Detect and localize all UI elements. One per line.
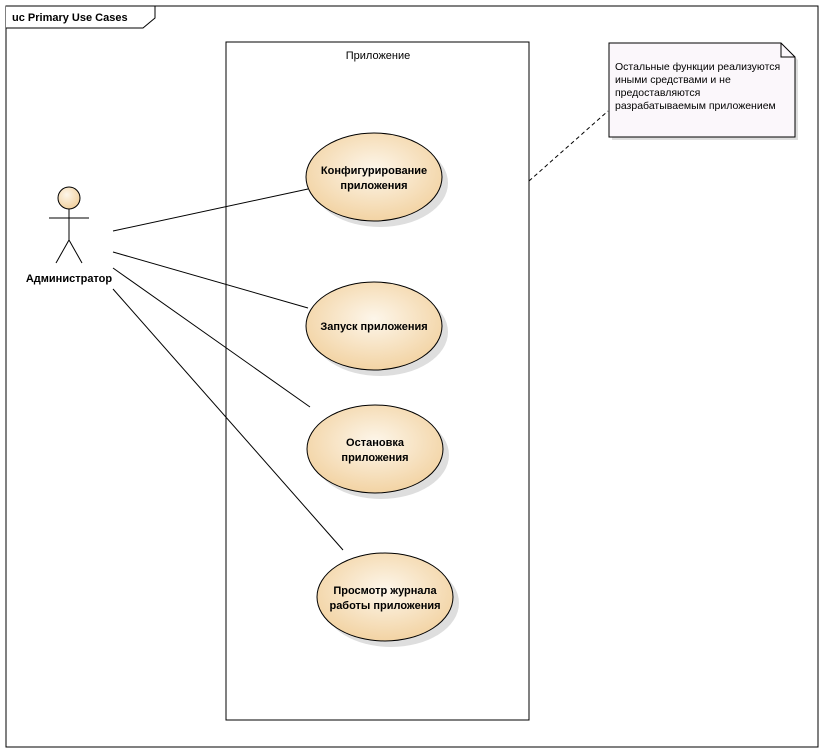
actor-left-leg: [55, 239, 70, 264]
use-case-view-log[interactable]: Просмотр журнала работы приложения: [316, 552, 459, 647]
note-folded-corner: [780, 43, 795, 58]
use-case-ellipse: [305, 281, 443, 371]
association-stop: [112, 267, 311, 408]
use-case-label-line: приложения: [340, 180, 407, 192]
note-text-line: Остальные функции реализуются: [615, 61, 780, 73]
use-case-label-line: Просмотр журнала: [333, 585, 437, 597]
note-body: [608, 42, 796, 138]
note-text-line: разрабатываемым приложением: [615, 100, 776, 112]
diagram-frame: uc Primary Use Cases: [5, 5, 819, 748]
use-case-ellipse: [306, 404, 444, 494]
use-case-label-line: Конфигурирование: [321, 165, 427, 177]
note-anchor-line: [528, 110, 609, 182]
frame-title-tab: [6, 5, 156, 29]
actor-name: Администратор: [26, 273, 113, 285]
system-boundary-label: Приложение: [346, 50, 411, 62]
frame-title: uc Primary Use Cases: [12, 12, 128, 24]
association-log: [112, 288, 344, 551]
association-configure: [112, 188, 309, 232]
use-case-label-line: Остановка: [346, 437, 405, 449]
associations: [112, 188, 344, 551]
use-case-ellipse: [316, 552, 454, 642]
note-text-line: предоставляются: [615, 87, 700, 99]
actor-right-leg: [68, 239, 83, 264]
actor-head: [57, 186, 81, 210]
use-case-start[interactable]: Запуск приложения: [305, 281, 448, 376]
use-case-label-line: приложения: [341, 452, 408, 464]
use-case-label-line: работы приложения: [329, 600, 440, 612]
use-case-ellipse: [305, 132, 443, 222]
note-text-line: иными средствами и не: [615, 74, 731, 86]
use-case-stop[interactable]: Остановка приложения: [306, 404, 449, 499]
use-case-configure[interactable]: Конфигурирование приложения: [305, 132, 448, 227]
actor-administrator[interactable]: Администратор: [26, 186, 113, 285]
note[interactable]: Остальные функции реализуются иными сред…: [608, 42, 798, 140]
use-case-label-line: Запуск приложения: [320, 321, 427, 333]
association-start: [112, 251, 309, 309]
